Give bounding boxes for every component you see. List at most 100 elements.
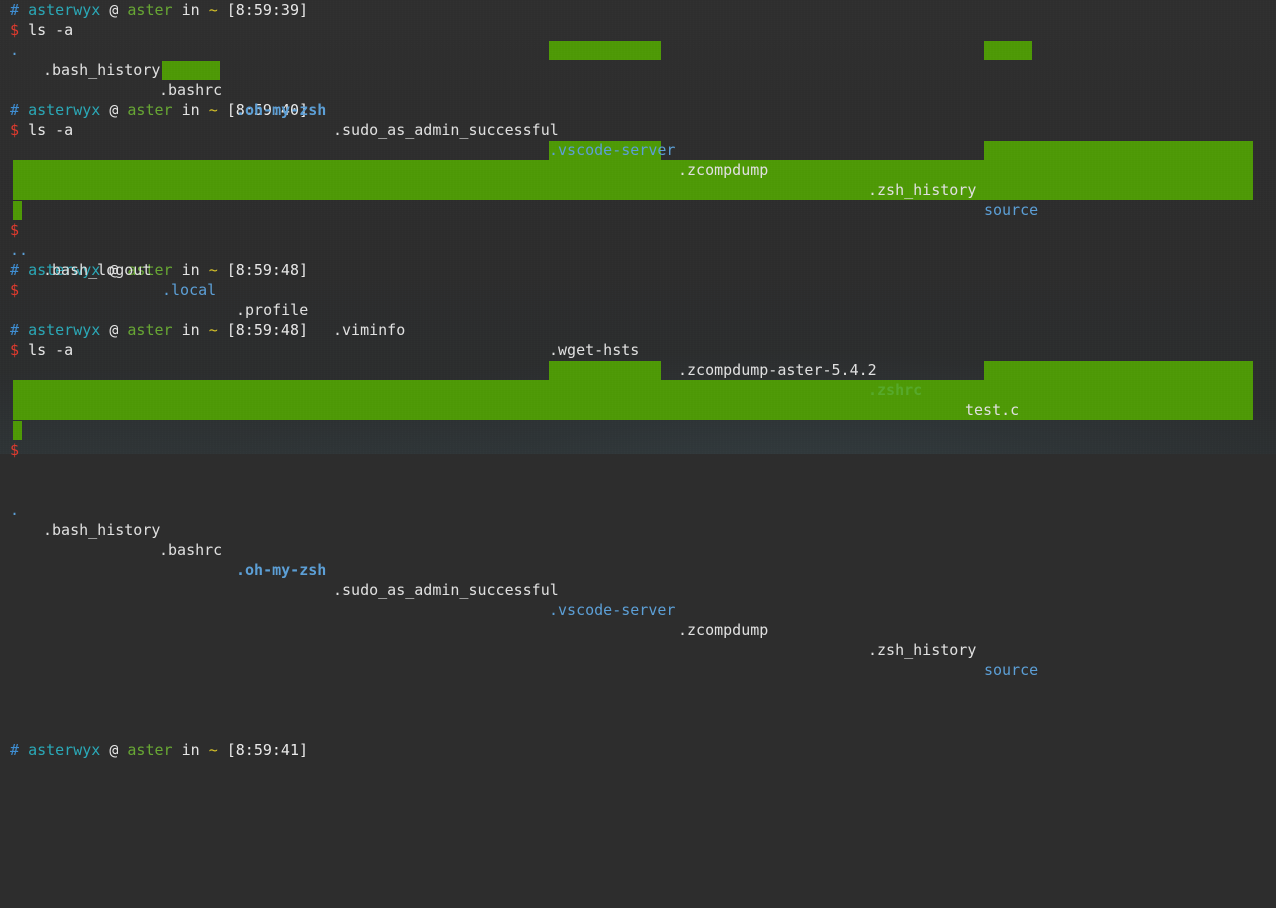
- prompt-username: asterwyx: [28, 1, 101, 19]
- prompt-hash-icon: #: [10, 1, 20, 19]
- selection-highlight-source-5: [984, 361, 1253, 380]
- entry-source: source: [984, 201, 1039, 219]
- prompt-hostname-2: aster: [127, 101, 173, 119]
- prompt-at-symbol-3: @: [109, 741, 119, 759]
- prompt-line-3: # asterwyx @ aster in ~ [8:59:41]: [10, 740, 1276, 760]
- command-line-3: $: [10, 220, 19, 240]
- entry-vscode-server: .vscode-server: [549, 141, 676, 159]
- listing-row-2-6: .vscode-server: [549, 600, 1276, 620]
- prompt-dollar-icon-5: $: [10, 341, 20, 359]
- entry-dotdot: ..: [10, 241, 29, 259]
- prompt-hash-icon-4: #: [10, 261, 20, 279]
- command-text: ls -a: [28, 21, 74, 39]
- entry-profile: .profile: [236, 301, 309, 319]
- entry-source-2: source: [984, 661, 1039, 679]
- prompt-at-symbol-4: @: [109, 261, 119, 279]
- entry-viminfo: .viminfo: [333, 321, 406, 339]
- entry-sudo-as-admin-successful-2: .sudo_as_admin_successful: [333, 581, 559, 599]
- entry-bash-history: .bash_history: [43, 61, 161, 79]
- entry-zsh-history: .zsh_history: [868, 181, 977, 199]
- prompt-in-word-3: in: [181, 741, 200, 759]
- prompt-path-2: ~: [208, 101, 218, 119]
- prompt-username-2: asterwyx: [28, 101, 101, 119]
- prompt-timestamp: [8:59:39]: [226, 1, 309, 19]
- listing-row-1b-5: .viminfo: [333, 320, 1276, 340]
- listing-row-2-8: .zsh_history: [868, 640, 1276, 660]
- prompt-in-word-2: in: [181, 101, 200, 119]
- prompt-line-5: # asterwyx @ aster in ~ [8:59:48]: [10, 320, 308, 340]
- entry-dot: .: [10, 41, 20, 59]
- listing-row-1a-6: .vscode-server: [549, 140, 1276, 160]
- listing-row-2-4: .oh-my-zsh: [236, 560, 1276, 580]
- listing-row-2-1: .: [10, 500, 1276, 520]
- prompt-hash-icon-3: #: [10, 741, 20, 759]
- listing-row-2-3: .bashrc: [159, 540, 1276, 560]
- entry-vscode-server-2: .vscode-server: [549, 601, 676, 619]
- command-text-5: ls -a: [28, 341, 74, 359]
- entry-zsh-history-2: .zsh_history: [868, 641, 977, 659]
- entry-zcompdump-aster: .zcompdump-aster-5.4.2: [678, 361, 877, 379]
- entry-oh-my-zsh-2: .oh-my-zsh: [236, 561, 327, 579]
- prompt-hostname-5: aster: [127, 321, 173, 339]
- listing-row-1b: ..: [10, 240, 1276, 260]
- selection-block-2: [13, 160, 1253, 200]
- prompt-path-5: ~: [208, 321, 218, 339]
- listing-row-1a-9: source: [984, 200, 1276, 220]
- prompt-at-symbol-5: @: [109, 321, 119, 339]
- entry-zcompdump-2: .zcompdump: [678, 621, 769, 639]
- entry-bash-history-2: .bash_history: [43, 521, 161, 539]
- selection-highlight-local-1: [162, 61, 220, 80]
- prompt-path-4: ~: [208, 261, 218, 279]
- entry-wget-hsts: .wget-hsts: [549, 341, 640, 359]
- prompt-timestamp-5: [8:59:48]: [226, 321, 309, 339]
- prompt-hostname: aster: [127, 1, 173, 19]
- listing-row-2-5: .sudo_as_admin_successful: [333, 580, 1276, 600]
- terminal-window[interactable]: # asterwyx @ aster in ~ [8:59:39] $ ls -…: [0, 0, 1276, 759]
- listing-row-1b-7: .zcompdump-aster-5.4.2: [678, 360, 1276, 380]
- prompt-in-word: in: [181, 1, 200, 19]
- listing-row-1a-3: .bashrc: [159, 80, 1276, 100]
- listing-row-1b-4: .profile: [236, 300, 1276, 320]
- prompt-dollar-icon: $: [10, 21, 20, 39]
- prompt-hash-icon-2: #: [10, 101, 20, 119]
- listing-row-1b-2: .bash_logout: [43, 260, 1276, 280]
- entry-sudo-as-admin-successful: .sudo_as_admin_successful: [333, 121, 559, 139]
- command-line-6: $: [10, 440, 19, 460]
- listing-row-1a-5: .sudo_as_admin_successful: [333, 120, 1276, 140]
- entry-zshrc: .zshrc: [868, 381, 923, 399]
- prompt-dollar-icon-6: $: [10, 441, 20, 459]
- listing-row-1a-4: .oh-my-zsh: [236, 100, 1276, 120]
- command-line-4: $: [10, 280, 19, 300]
- prompt-dollar-icon-4: $: [10, 281, 20, 299]
- prompt-hostname-4: aster: [127, 261, 173, 279]
- selection-block-5: [13, 380, 1253, 420]
- entry-bash-logout: .bash_logout: [43, 261, 152, 279]
- prompt-path: ~: [208, 1, 218, 19]
- prompt-in-word-4: in: [181, 261, 200, 279]
- entry-bashrc: .bashrc: [159, 81, 223, 99]
- listing-row-2-2: .bash_history: [43, 520, 1276, 540]
- command-text-2: ls -a: [28, 121, 74, 139]
- listing-row-1b-3: .local: [162, 280, 1276, 300]
- prompt-path-3: ~: [208, 741, 218, 759]
- selection-highlight-vscode-1: [549, 41, 661, 60]
- selection-highlight-vscode-2: [549, 141, 661, 160]
- prompt-dollar-icon-3: $: [10, 221, 20, 239]
- listing-row-1b-9: test.c: [965, 400, 1276, 420]
- prompt-username-3: asterwyx: [28, 741, 101, 759]
- entry-oh-my-zsh: .oh-my-zsh: [236, 101, 327, 119]
- prompt-at-symbol-2: @: [109, 101, 119, 119]
- prompt-hash-icon-5: #: [10, 321, 20, 339]
- selection-highlight-source-1: [984, 41, 1032, 60]
- prompt-in-word-5: in: [181, 321, 200, 339]
- selection-highlight-source-2: [984, 141, 1253, 160]
- prompt-dollar-icon-2: $: [10, 121, 20, 139]
- prompt-username-4: asterwyx: [28, 261, 101, 279]
- entry-dot-2: .: [10, 501, 20, 519]
- listing-row-1b-6: .wget-hsts: [549, 340, 1276, 360]
- entry-bashrc-2: .bashrc: [159, 541, 223, 559]
- listing-row-1a: .: [10, 40, 1276, 60]
- command-line-5: $ ls -a: [10, 340, 73, 360]
- prompt-timestamp-4: [8:59:48]: [226, 261, 309, 279]
- command-line-2: $ ls -a: [10, 120, 73, 140]
